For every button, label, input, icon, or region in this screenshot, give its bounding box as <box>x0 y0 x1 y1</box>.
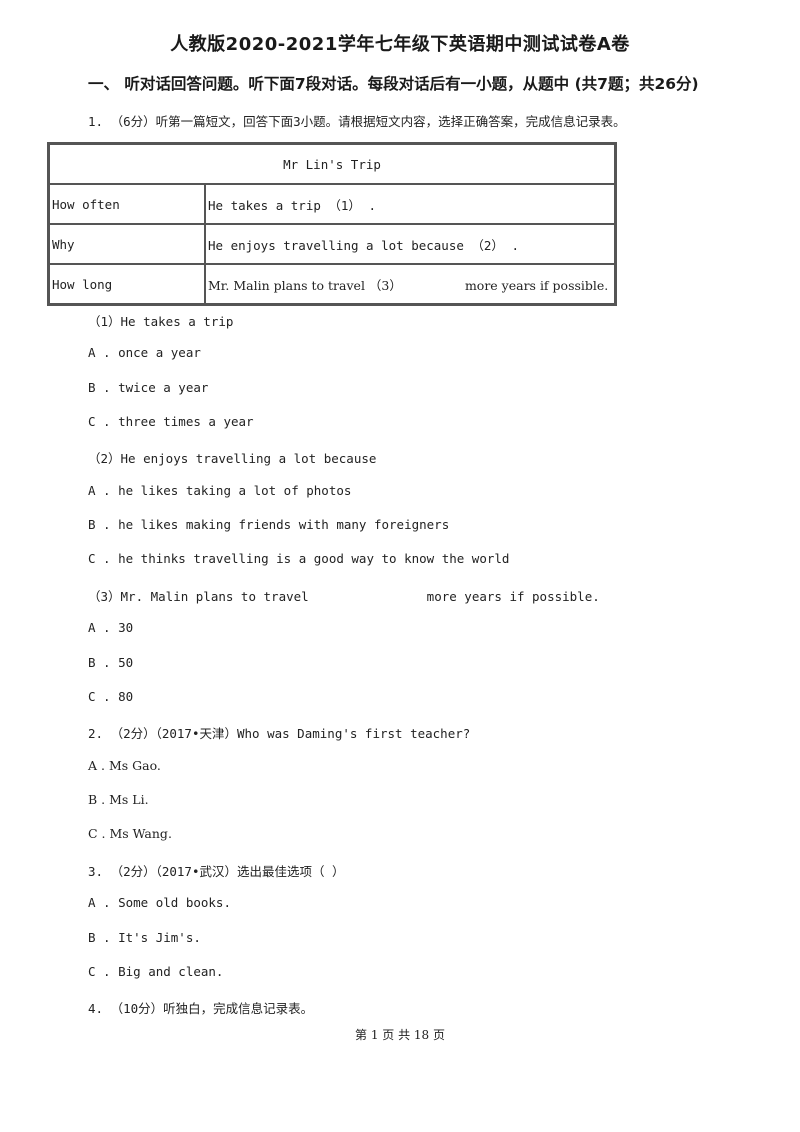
page-title: 人教版2020-2021学年七年级下英语期中测试试卷A卷 <box>170 34 630 55</box>
table-cell-value: Mr. Malin plans to travel （3） more years… <box>205 264 615 304</box>
option-b: B . It's Jim's. <box>88 930 201 945</box>
option-c: C . three times a year <box>88 414 254 429</box>
table-cell-value-part: Mr. Malin plans to travel （3） <box>208 277 402 293</box>
question-1-stem: 1. （6分）听第一篇短文，回答下面3小题。请根据短文内容，选择正确答案，完成信… <box>88 114 626 129</box>
option-c: C . he thinks travelling is a good way t… <box>88 551 510 566</box>
option-c: C . 80 <box>88 689 134 704</box>
info-record-table: Mr Lin's Trip How often He takes a trip … <box>47 142 617 306</box>
table-header: Mr Lin's Trip <box>49 144 615 184</box>
table-cell-value: He enjoys travelling a lot because （2） . <box>205 224 615 264</box>
table-row: How often He takes a trip （1） . <box>49 184 615 224</box>
table-cell-value: He takes a trip （1） . <box>205 184 615 224</box>
table-cell-label: Why <box>49 224 205 264</box>
option-a: A . he likes taking a lot of photos <box>88 483 352 498</box>
table-row: Why He enjoys travelling a lot because （… <box>49 224 615 264</box>
option-b: B . twice a year <box>88 380 209 395</box>
sub-question-1-stem: （1）He takes a trip <box>88 314 234 329</box>
table-header-row: Mr Lin's Trip <box>49 144 615 184</box>
sub-question-3-stem-part: （3）Mr. Malin plans to travel <box>88 589 309 604</box>
table-cell-label: How long <box>49 264 205 304</box>
option-b: B . 50 <box>88 655 134 670</box>
option-a: A . 30 <box>88 620 134 635</box>
option-c: C . Ms Wang. <box>88 826 172 841</box>
question-4-stem: 4. （10分）听独白，完成信息记录表。 <box>88 1001 314 1016</box>
option-b: B . he likes making friends with many fo… <box>88 517 450 532</box>
question-3-stem: 3. （2分）（2017•武汉）选出最佳选项（ ） <box>88 864 345 879</box>
option-b: B . Ms Li. <box>88 792 149 807</box>
sub-question-2-stem: （2）He enjoys travelling a lot because <box>88 451 377 466</box>
page-footer: 第 1 页 共 18 页 <box>355 1028 445 1042</box>
option-a: A . Some old books. <box>88 895 231 910</box>
sub-question-3-stem: （3）Mr. Malin plans to travel more years i… <box>88 586 600 605</box>
option-a: A . once a year <box>88 345 201 360</box>
table-cell-value-tail: more years if possible. <box>464 277 609 293</box>
sub-question-3-stem-tail: more years if possible. <box>426 589 600 604</box>
table-row: How long Mr. Malin plans to travel （3） m… <box>49 264 615 304</box>
table-cell-label: How often <box>49 184 205 224</box>
option-c: C . Big and clean. <box>88 964 224 979</box>
option-a: A . Ms Gao. <box>88 758 161 773</box>
section-heading: 一、 听对话回答问题。听下面7段对话。每段对话后有一小题，从题中 (共7题；共2… <box>88 75 699 93</box>
question-2-stem: 2. （2分）（2017•天津）Who was Daming's first t… <box>88 726 471 741</box>
